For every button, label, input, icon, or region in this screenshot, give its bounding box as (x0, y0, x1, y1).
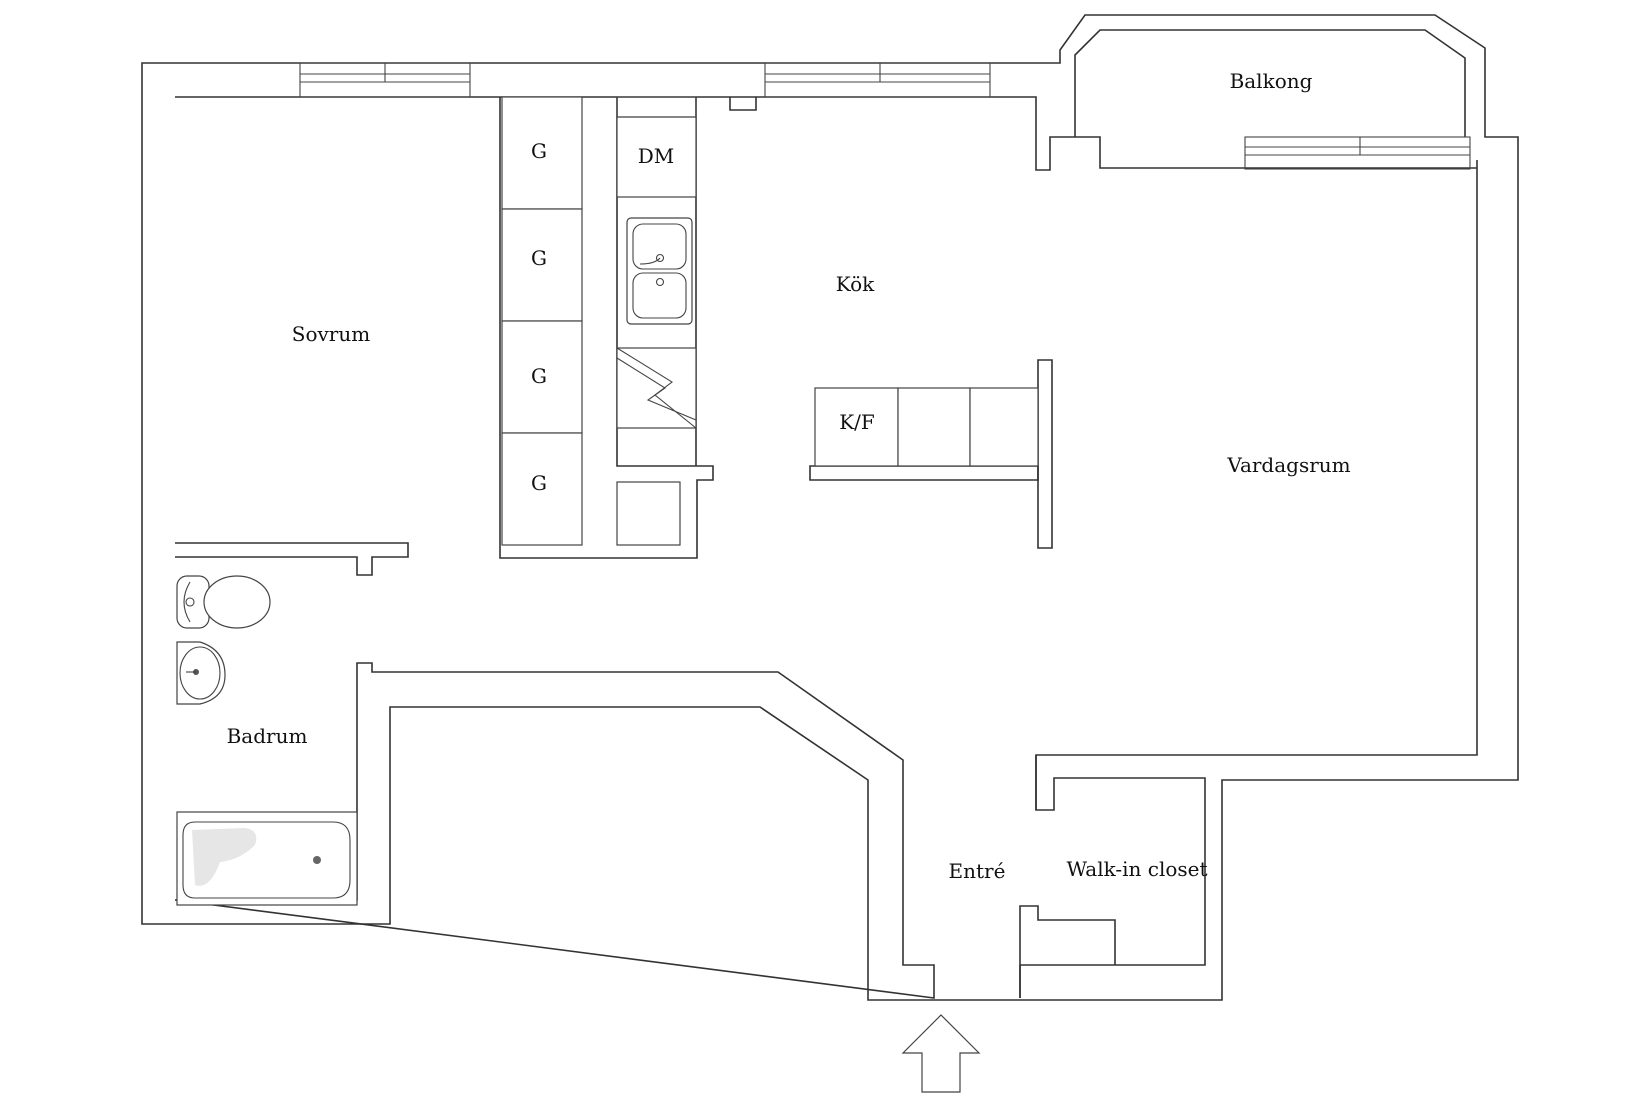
stove-icon (616, 347, 697, 429)
room-label-walk-in-closet: Walk-in closet (1066, 857, 1207, 881)
wardrobe-label-4: G (531, 471, 547, 495)
room-label-badrum: Badrum (227, 724, 308, 748)
wardrobe-label-1: G (531, 139, 547, 163)
up-arrow-icon (901, 1014, 981, 1093)
wardrobe-label-2: G (531, 246, 547, 270)
bathroom-fixtures (176, 575, 358, 906)
washbasin-icon (176, 641, 226, 705)
room-labels: Balkong Sovrum Kök Vardagsrum Badrum Ent… (227, 69, 1351, 883)
kitchen-fixtures (616, 96, 1039, 546)
fridge-freezer-unit (814, 387, 899, 467)
dishwasher-unit (616, 116, 697, 198)
inner-wall-outline (174, 96, 1478, 999)
windows (299, 62, 1471, 170)
room-label-kok: Kök (836, 272, 875, 296)
room-label-sovrum: Sovrum (292, 322, 370, 346)
wardrobe-label-3: G (531, 364, 547, 388)
wardrobes (501, 96, 583, 546)
room-label-entre: Entré (949, 859, 1006, 883)
room-label-vardagsrum: Vardagsrum (1226, 453, 1350, 477)
toilet-icon (176, 575, 271, 629)
outer-wall-outline (141, 14, 1519, 1001)
room-label-balkong: Balkong (1230, 69, 1313, 93)
fixture-labels: G G G G DM K/F (531, 139, 875, 495)
balcony-wall (1074, 29, 1466, 137)
fridge-freezer-label: K/F (839, 410, 875, 434)
outer-walls (141, 14, 1519, 1001)
double-sink-icon (626, 217, 693, 325)
bathtub-icon (176, 811, 358, 906)
dishwasher-label: DM (638, 144, 675, 168)
